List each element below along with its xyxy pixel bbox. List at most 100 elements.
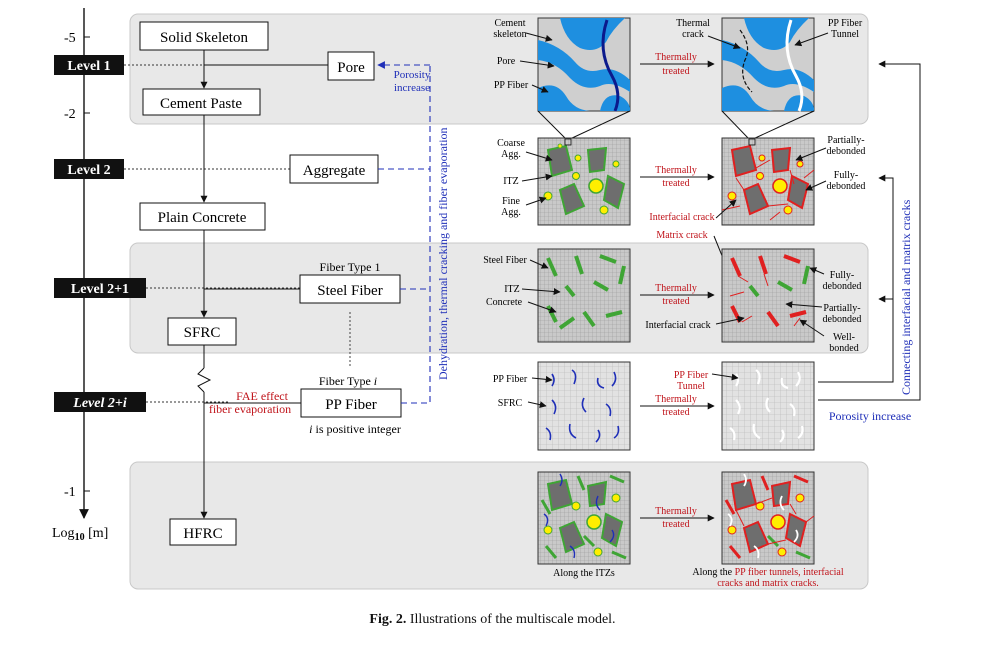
- svg-text:Level 2+1: Level 2+1: [71, 282, 129, 297]
- label-thermal-crack: Thermal: [676, 18, 710, 29]
- svg-text:treated: treated: [662, 519, 689, 530]
- node-hfrc: HFRC: [169, 518, 237, 546]
- svg-text:Thermally: Thermally: [655, 506, 697, 517]
- label-fully-debonded: debonded: [827, 181, 866, 192]
- svg-text:treated: treated: [662, 178, 689, 189]
- i-positive-note: i is positive integer: [309, 422, 401, 436]
- label-itz: ITZ: [504, 284, 520, 295]
- label-well-bonded: bonded: [829, 343, 858, 354]
- thermally-treated-arrow: Thermally treated: [640, 165, 715, 189]
- axis-tick-label: -2: [64, 107, 76, 122]
- svg-text:Level 1: Level 1: [67, 59, 110, 74]
- label-partially-debonded: debonded: [827, 146, 866, 157]
- label-itz: ITZ: [503, 176, 519, 187]
- porosity-increase-note: Porosity: [394, 69, 431, 81]
- axis-tick-label: -1: [64, 485, 76, 500]
- label-pp-fiber-tunnel: Tunnel: [677, 381, 705, 392]
- caption-along-tunnels: Along the PP fiber tunnels, interfacial: [692, 567, 843, 578]
- label-fully-debonded: Fully-: [834, 170, 858, 181]
- svg-text:Solid Skeleton: Solid Skeleton: [160, 30, 248, 46]
- label-pp-fiber-tunnel: PP Fiber: [828, 18, 863, 29]
- label-concrete: Concrete: [486, 297, 523, 308]
- svg-text:HFRC: HFRC: [183, 526, 222, 542]
- thermally-treated-arrow: Thermally treated: [640, 283, 715, 307]
- hierarchy-connectors: [197, 50, 351, 519]
- caption-along-tunnels: cracks and matrix cracks.: [717, 578, 819, 589]
- porosity-increase-bottom: Porosity increase: [829, 409, 911, 423]
- label-partially-debonded: Partially-: [823, 303, 860, 314]
- vertical-blue-note: Dehydration, thermal cracking and fiber …: [436, 127, 450, 380]
- fae-effect-note: fiber evaporation: [209, 402, 291, 416]
- label-thermal-crack: crack: [682, 29, 704, 40]
- label-pp-fiber: PP Fiber: [494, 80, 529, 91]
- label-pore: Pore: [497, 56, 516, 67]
- level-label-2-i: Level 2+i: [54, 392, 146, 412]
- node-sfrc: SFRC: [167, 317, 237, 346]
- figure-caption-text: Illustrations of the multiscale model.: [406, 612, 616, 627]
- caption-along-itzs: Along the ITZs: [553, 568, 615, 579]
- label-fully-debonded: debonded: [823, 281, 862, 292]
- right-connectors: [818, 60, 921, 401]
- svg-text:Level 2: Level 2: [67, 163, 110, 178]
- multiscale-diagram: -5 -2 -1 Log10 [m] Level 1 Level 2 Level…: [52, 8, 921, 590]
- label-pp-fiber-tunnel: PP Fiber: [674, 370, 709, 381]
- node-pp-fiber: PP Fiber: [300, 388, 402, 418]
- node-cement-paste: Cement Paste: [142, 88, 261, 116]
- tile-sfrc-after: [721, 248, 815, 343]
- tile-sfrc-before: [537, 248, 631, 343]
- axis-tick-label: -5: [64, 31, 76, 46]
- label-pp-fiber-tunnel: Tunnel: [831, 29, 859, 40]
- thermally-treated-arrow: Thermally treated: [640, 506, 715, 530]
- svg-text:Plain Concrete: Plain Concrete: [158, 210, 247, 226]
- label-well-bonded: Well-: [833, 332, 855, 343]
- svg-text:Level 2+i: Level 2+i: [72, 396, 127, 411]
- svg-text:treated: treated: [662, 407, 689, 418]
- level-label-1: Level 1: [54, 55, 124, 75]
- svg-text:Thermally: Thermally: [655, 283, 697, 294]
- tile-pp-fiber-after: [721, 361, 815, 451]
- figure-caption-number: Fig. 2.: [369, 612, 407, 627]
- label-pp-fiber: PP Fiber: [493, 374, 528, 385]
- node-pore: Pore: [327, 51, 375, 81]
- label-coarse-agg: Coarse: [497, 138, 525, 149]
- label-sfrc: SFRC: [498, 398, 523, 409]
- figure-caption: Fig. 2. Illustrations of the multiscale …: [0, 612, 985, 628]
- axis-label: Log10 [m]: [52, 526, 108, 543]
- tile-cement-paste-after: [721, 17, 815, 112]
- svg-text:Cement Paste: Cement Paste: [160, 96, 242, 112]
- svg-text:Pore: Pore: [337, 60, 365, 76]
- level-label-2: Level 2: [54, 159, 124, 179]
- thermally-treated-arrow: Thermally treated: [640, 394, 715, 418]
- porosity-increase-note: increase: [394, 82, 430, 94]
- fiber-type-1-label: Fiber Type 1: [320, 260, 381, 274]
- label-steel-fiber: Steel Fiber: [483, 255, 527, 266]
- label-fine-agg: Fine: [502, 196, 520, 207]
- band-hfrc: [129, 461, 869, 590]
- vertical-right-note: Connecting interfacial and matrix cracks: [899, 199, 913, 395]
- tile-pp-fiber-before: [537, 361, 631, 451]
- fae-effect-note: FAE effect: [236, 389, 289, 403]
- svg-text:Thermally: Thermally: [655, 394, 697, 405]
- label-coarse-agg: Agg.: [501, 149, 521, 160]
- tile-hfrc-after: [721, 471, 815, 565]
- log-scale-axis: -5 -2 -1 Log10 [m]: [52, 8, 108, 543]
- svg-text:PP Fiber: PP Fiber: [325, 397, 377, 413]
- label-interfacial-crack: Interfacial crack: [649, 212, 714, 223]
- node-plain-concrete: Plain Concrete: [139, 202, 266, 231]
- svg-text:Aggregate: Aggregate: [303, 163, 366, 179]
- tile-hfrc-before: [537, 471, 631, 565]
- label-fully-debonded: Fully-: [830, 270, 854, 281]
- tile-plain-concrete-before: [537, 137, 631, 226]
- label-partially-debonded: Partially-: [827, 135, 864, 146]
- level-label-2-1: Level 2+1: [54, 278, 146, 298]
- svg-text:SFRC: SFRC: [184, 325, 221, 341]
- svg-text:Thermally: Thermally: [655, 52, 697, 63]
- node-solid-skeleton: Solid Skeleton: [139, 21, 269, 51]
- blue-feedback-path: [377, 61, 431, 404]
- node-steel-fiber: Steel Fiber: [299, 274, 401, 304]
- label-fine-agg: Agg.: [501, 207, 521, 218]
- label-interfacial-crack: Interfacial crack: [645, 320, 710, 331]
- thermally-treated-arrow: Thermally treated: [640, 52, 715, 77]
- label-cement-skeleton: Cement: [494, 18, 525, 29]
- band-level-1: [129, 13, 869, 125]
